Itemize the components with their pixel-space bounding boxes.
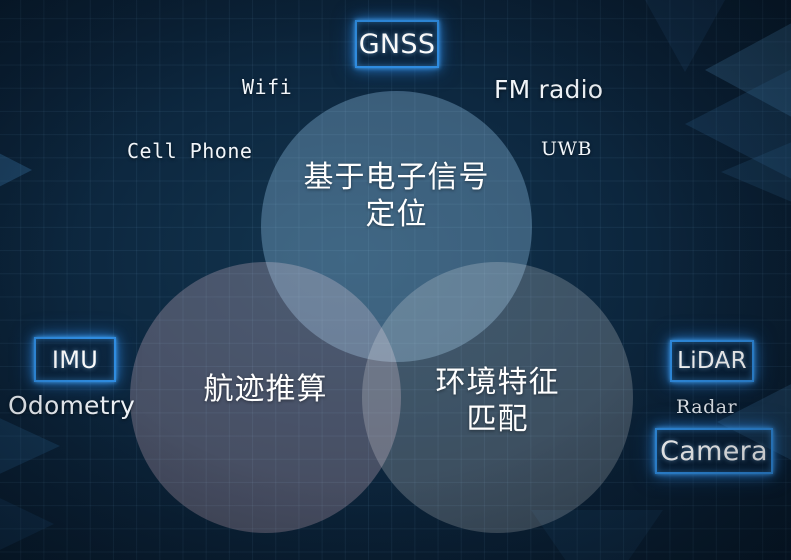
- tag-odometry: Odometry: [8, 391, 136, 420]
- decorative-triangle-right-e: [645, 0, 725, 72]
- decorative-triangle-right-b: [685, 58, 791, 190]
- venn-label-environment-feature-matching: 环境特征 匹配: [435, 365, 560, 437]
- decorative-triangle-bottom-right: [531, 510, 663, 560]
- venn-label-electronic-signal-positioning: 基于电子信号 定位: [303, 160, 490, 232]
- highlight-box-camera[interactable]: Camera: [655, 428, 773, 474]
- tag-fm-radio: FM radio: [494, 75, 604, 104]
- highlight-box-gnss[interactable]: GNSS: [355, 20, 439, 68]
- tag-cell-phone: Cell Phone: [127, 139, 253, 163]
- highlight-box-lidar[interactable]: LiDAR: [670, 340, 754, 382]
- venn-label-dead-reckoning: 航迹推算: [203, 372, 328, 407]
- decorative-triangle-left-bottom: [0, 452, 54, 560]
- highlight-box-imu[interactable]: IMU: [34, 337, 116, 382]
- tag-wifi: Wifi: [242, 75, 293, 99]
- tag-uwb: UWB: [541, 138, 593, 160]
- decorative-triangle-right-c: [721, 128, 791, 216]
- decorative-triangle-left-top: [0, 124, 32, 216]
- decorative-triangle-right-a: [705, 18, 791, 122]
- tag-radar: Radar: [676, 396, 738, 418]
